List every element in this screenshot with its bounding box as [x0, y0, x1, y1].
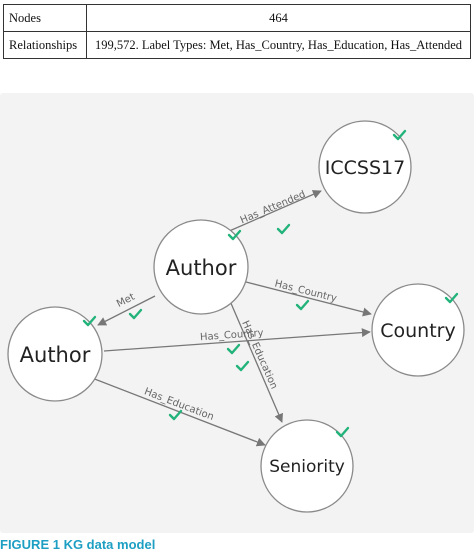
node-label-seniority: Seniority [269, 457, 345, 477]
node-label-author-secondary: Author [20, 343, 91, 367]
check-icon [226, 343, 241, 355]
graph-diagram: Has_Attended Met Has_Country Has_Country… [0, 93, 474, 533]
relationships-label: Relationships [3, 31, 87, 59]
node-label-author-main: Author [166, 256, 237, 280]
edge-has-education-author2 [91, 377, 266, 447]
check-icon [444, 292, 459, 304]
check-icon [227, 229, 242, 241]
node-seniority[interactable]: Seniority [260, 419, 354, 513]
edge-label-has-country-2: Has_Country [200, 328, 264, 343]
check-icon [128, 308, 143, 320]
table-row: Nodes 464 [3, 4, 471, 32]
check-icon [235, 360, 250, 372]
node-author-main[interactable]: Author [153, 219, 249, 315]
edge-has-attended [226, 190, 322, 233]
node-label-country: Country [380, 320, 455, 342]
check-icon [295, 299, 310, 311]
check-icon [82, 315, 97, 327]
edge-has-country-author1 [245, 281, 372, 317]
check-icon [276, 223, 291, 235]
graph-svg: Has_Attended Met Has_Country Has_Country… [0, 93, 474, 533]
nodes-value: 464 [86, 4, 471, 32]
edge-has-country-author2 [103, 328, 371, 352]
table-row: Relationships 199,572. Label Types: Met,… [3, 31, 471, 59]
check-icon [335, 426, 350, 438]
edge-has-education-author1 [223, 286, 283, 423]
node-author-secondary[interactable]: Author [7, 306, 103, 402]
relationships-value: 199,572. Label Types: Met, Has_Country, … [86, 31, 471, 59]
node-country[interactable]: Country [371, 283, 465, 377]
node-iccss17[interactable]: ICCSS17 [318, 120, 412, 214]
nodes-label: Nodes [3, 4, 87, 32]
edge-met [97, 295, 156, 326]
figure-caption: FIGURE 1 KG data model [0, 537, 156, 549]
check-icon [392, 129, 407, 141]
stats-table: Nodes 464 Relationships 199,572. Label T… [3, 4, 471, 59]
node-label-iccss17: ICCSS17 [325, 157, 405, 179]
check-icon [168, 409, 183, 421]
